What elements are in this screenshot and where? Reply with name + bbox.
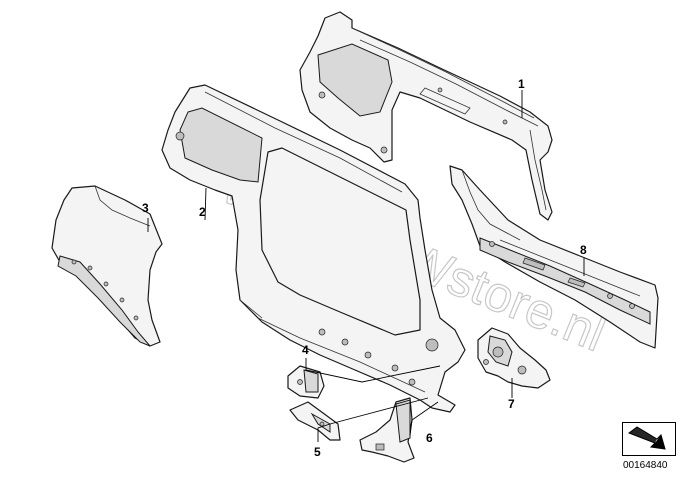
- callout-5[interactable]: 5: [314, 445, 321, 459]
- part-1-upper-frame[interactable]: [299, 11, 553, 221]
- callout-7[interactable]: 7: [508, 397, 515, 411]
- diagram-id-label: 00164840: [623, 460, 668, 471]
- part-3-wheel-arch[interactable]: [51, 185, 163, 347]
- callout-6[interactable]: 6: [426, 431, 433, 445]
- navigation-box[interactable]: [622, 422, 676, 456]
- part-6-angle-bracket[interactable]: [359, 397, 415, 463]
- leader-lines: [147, 90, 585, 442]
- callout-2[interactable]: 2: [199, 205, 206, 219]
- part-5-bracket[interactable]: [289, 401, 341, 441]
- callout-8[interactable]: 8: [580, 243, 587, 257]
- part-8-sill-panel[interactable]: [449, 165, 659, 349]
- part-2-side-frame[interactable]: [161, 84, 466, 413]
- callout-3[interactable]: 3: [142, 201, 149, 215]
- callout-4[interactable]: 4: [302, 343, 309, 357]
- callout-1[interactable]: 1: [518, 77, 525, 91]
- arrow-down-right-icon: [627, 426, 666, 450]
- part-4-small-bracket[interactable]: [287, 365, 325, 399]
- part-7-bracket[interactable]: [477, 327, 551, 389]
